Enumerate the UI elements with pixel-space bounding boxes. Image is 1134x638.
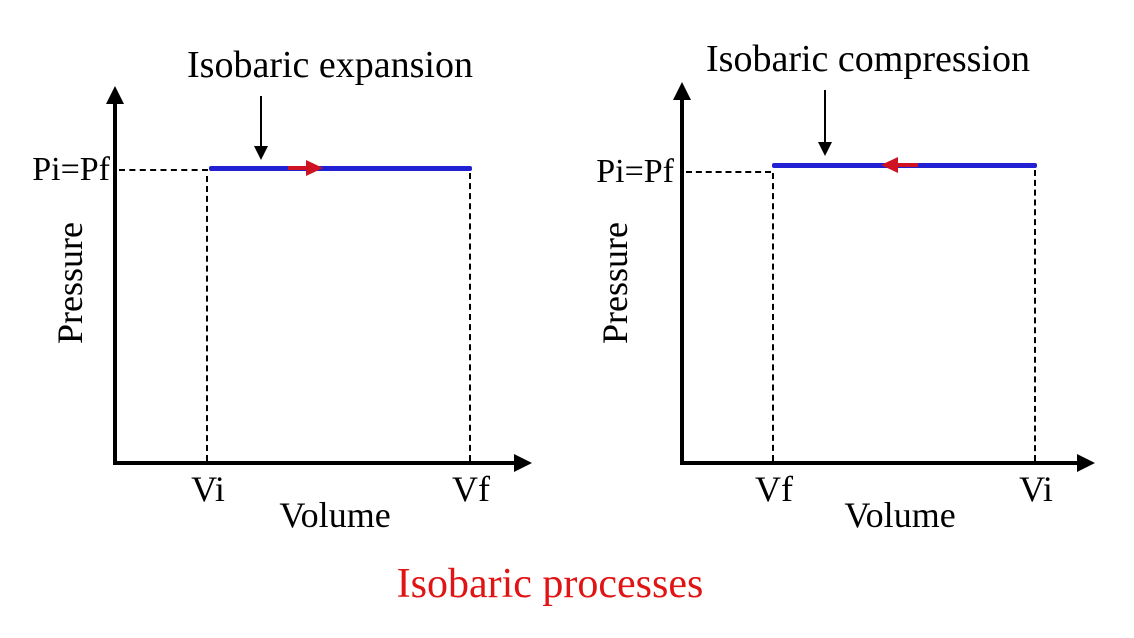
compression-pointer-arrow-icon	[818, 142, 832, 156]
compression-title: Isobaric compression	[706, 38, 1030, 80]
expansion-isobar-line	[209, 166, 472, 171]
compression-y-axis-arrow-icon	[673, 82, 691, 100]
expansion-vf-guide-dash	[469, 173, 471, 461]
expansion-pressure-level-label: Pi=Pf	[32, 151, 110, 188]
compression-direction-arrow-tail	[894, 163, 918, 167]
compression-pressure-level-label: Pi=Pf	[596, 153, 674, 190]
expansion-y-axis	[113, 100, 117, 465]
compression-vf-guide-dash	[772, 173, 774, 461]
figure-caption: Isobaric processes	[396, 561, 704, 607]
compression-x-axis-arrow-icon	[1077, 454, 1095, 472]
compression-x-axis	[680, 461, 1080, 465]
compression-direction-arrow-icon	[881, 157, 898, 173]
compression-x-axis-label: Volume	[844, 495, 956, 535]
expansion-x-tick-right: Vf	[452, 469, 490, 509]
compression-vi-guide-dash	[1034, 170, 1036, 461]
compression-y-axis	[680, 96, 684, 465]
expansion-x-axis	[113, 461, 517, 465]
compression-pointer-line	[824, 90, 826, 144]
compression-pressure-guide-dash	[686, 171, 771, 173]
expansion-x-axis-label: Volume	[279, 495, 391, 535]
expansion-vi-guide-dash	[206, 176, 208, 461]
compression-x-tick-left: Vf	[755, 469, 793, 509]
expansion-y-axis-label: Pressure	[50, 222, 90, 344]
expansion-pointer-line	[260, 96, 262, 148]
expansion-pointer-arrow-icon	[254, 146, 268, 160]
expansion-x-tick-left: Vi	[191, 469, 225, 509]
compression-y-axis-label: Pressure	[595, 222, 635, 344]
expansion-x-axis-arrow-icon	[514, 454, 532, 472]
expansion-direction-arrow-icon	[306, 160, 323, 176]
expansion-title: Isobaric expansion	[187, 44, 473, 86]
compression-x-tick-right: Vi	[1019, 469, 1053, 509]
expansion-direction-arrow-tail	[288, 166, 312, 170]
expansion-y-axis-arrow-icon	[106, 86, 124, 104]
expansion-pressure-guide-dash	[119, 169, 208, 171]
